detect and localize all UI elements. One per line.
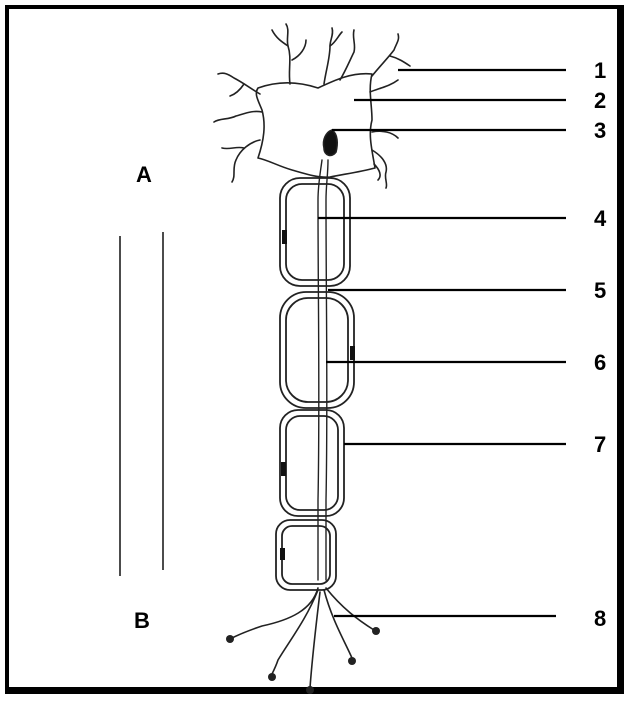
label-8: 8 (594, 608, 606, 630)
cell-body (256, 74, 375, 177)
nucleus (323, 130, 337, 155)
dendrites (214, 24, 410, 188)
label-7: 7 (594, 434, 606, 456)
label-1: 1 (594, 60, 606, 82)
label-4: 4 (594, 208, 606, 230)
leader-lines (318, 70, 566, 616)
label-6: 6 (594, 352, 606, 374)
label-a: A (136, 164, 152, 186)
label-3: 3 (594, 120, 606, 142)
label-5: 5 (594, 280, 606, 302)
axon-terminals (232, 588, 374, 688)
myelin-sheath (276, 178, 354, 590)
label-2: 2 (594, 90, 606, 112)
axon (318, 160, 322, 580)
label-b: B (134, 610, 150, 632)
